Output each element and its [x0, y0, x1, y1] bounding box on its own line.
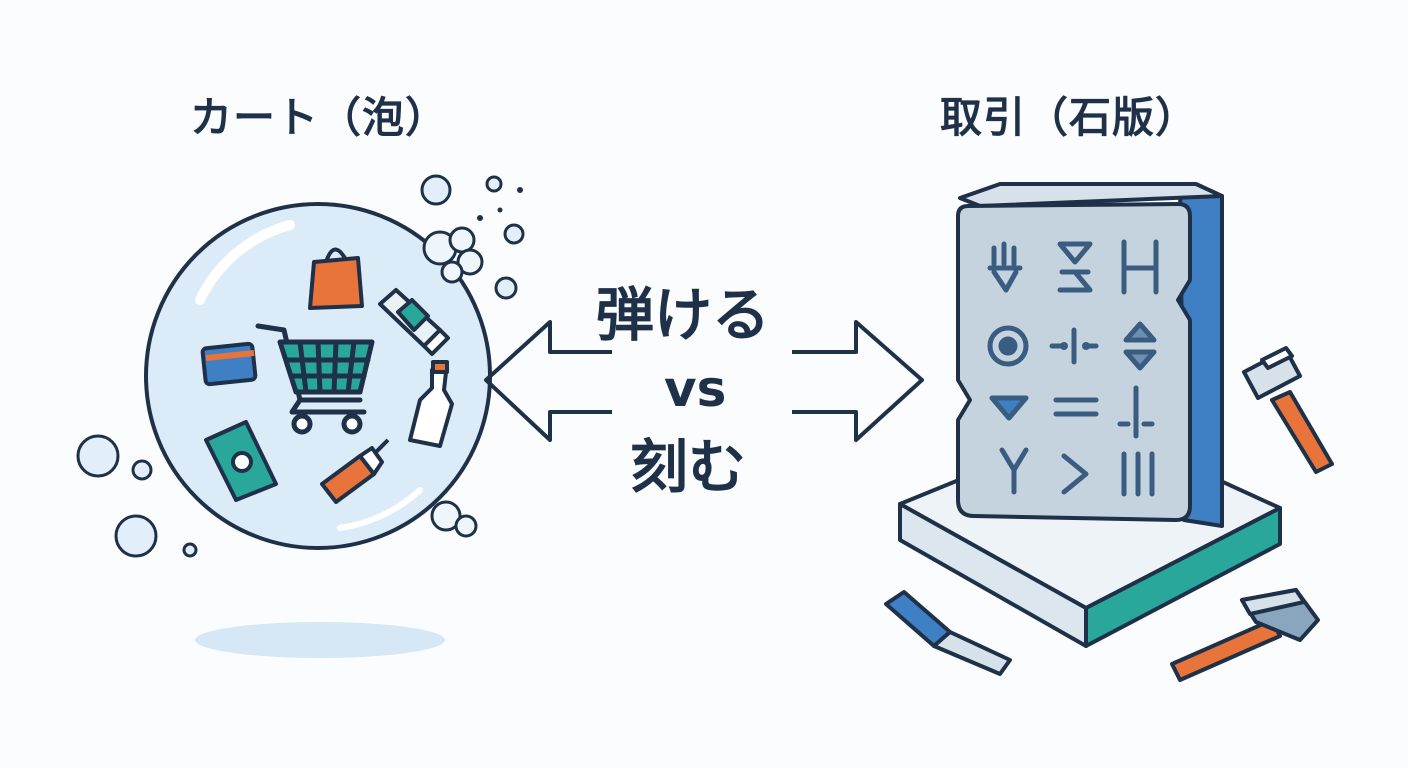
foam-burst: [422, 226, 484, 538]
shopping-bag-icon: [308, 247, 364, 310]
cart-bubble-title: カート（泡）: [190, 93, 449, 142]
snack-pack-icon: [204, 420, 278, 502]
center-label-carve: 刻む: [630, 433, 747, 501]
tiny-dots: [477, 187, 523, 221]
left-arrow: [484, 320, 612, 442]
credit-card-icon: [200, 341, 258, 387]
tablet-base-right: [1084, 506, 1282, 648]
shopping-cart-icon: [255, 323, 375, 435]
bubble-highlight-bottom: [337, 487, 423, 531]
center-label-vs: vs: [664, 360, 727, 418]
chisel-icon: [884, 590, 1012, 676]
center-label-pop: 弾ける: [596, 281, 771, 349]
bubble-shadow: [195, 622, 445, 658]
bubble-highlight: [195, 220, 295, 305]
cart-bubble-group: [76, 174, 525, 658]
tablet-glyphs: [987, 239, 1159, 497]
floating-bubbles: [76, 174, 525, 558]
transaction-tablet-title: 取引（石版）: [940, 93, 1199, 142]
spray-bottle-icon: [320, 438, 390, 504]
hammer-icon: [1242, 346, 1334, 474]
right-arrow: [792, 320, 924, 442]
mallet-icon: [1170, 588, 1320, 682]
bottle-icon: [408, 360, 454, 448]
stone-tablet-group: [898, 182, 1282, 648]
tube-icon: [378, 288, 450, 356]
